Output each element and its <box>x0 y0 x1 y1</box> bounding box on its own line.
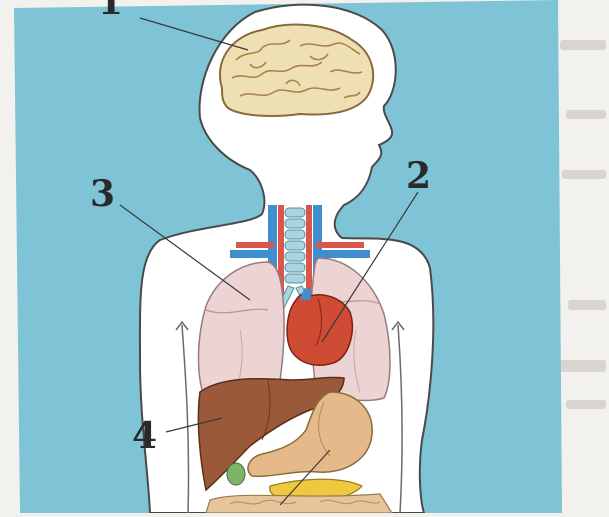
label-3-lungs: 3 <box>90 176 115 212</box>
brain-organ <box>220 25 373 116</box>
intestine-organ <box>206 494 392 513</box>
label-2-heart: 2 <box>406 158 431 194</box>
label-1-brain: 1 <box>98 0 123 20</box>
label-4-liver: 4 <box>132 418 157 454</box>
gall-bladder <box>227 463 245 485</box>
